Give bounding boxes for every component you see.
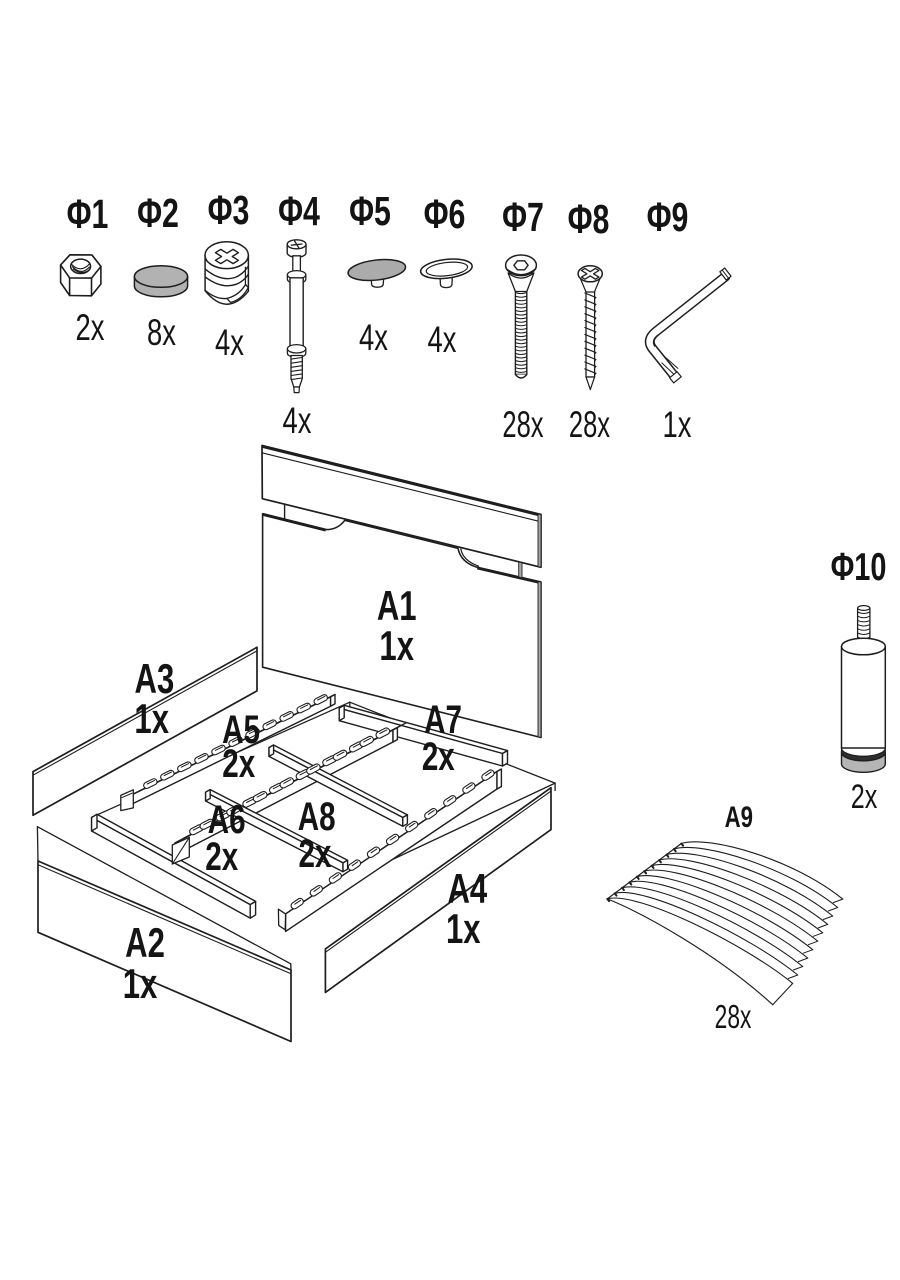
svg-text:2x: 2x — [299, 832, 332, 876]
svg-text:Φ3: Φ3 — [208, 186, 250, 233]
svg-text:1x: 1x — [379, 622, 414, 669]
svg-text:4x: 4x — [359, 317, 388, 358]
svg-text:2x: 2x — [851, 778, 878, 816]
svg-text:4x: 4x — [283, 400, 312, 441]
svg-text:A2: A2 — [125, 919, 165, 966]
svg-text:A4: A4 — [447, 865, 487, 912]
svg-text:28x: 28x — [569, 403, 610, 445]
svg-text:A1: A1 — [377, 582, 417, 629]
svg-text:Φ10: Φ10 — [831, 546, 887, 589]
svg-text:1x: 1x — [663, 404, 692, 445]
svg-text:2x: 2x — [422, 735, 455, 779]
svg-text:Φ7: Φ7 — [502, 193, 544, 240]
svg-text:8x: 8x — [147, 312, 176, 353]
svg-text:Φ9: Φ9 — [647, 193, 689, 240]
svg-text:1x: 1x — [446, 905, 481, 952]
svg-text:Φ2: Φ2 — [137, 189, 179, 236]
svg-text:1x: 1x — [134, 695, 169, 742]
svg-text:Φ6: Φ6 — [424, 190, 466, 237]
svg-text:A9: A9 — [725, 800, 753, 834]
svg-text:1x: 1x — [123, 960, 158, 1007]
svg-text:Φ5: Φ5 — [349, 187, 391, 234]
svg-text:4x: 4x — [428, 319, 457, 360]
svg-text:2x: 2x — [222, 742, 255, 786]
svg-text:A7: A7 — [424, 698, 462, 742]
svg-text:28x: 28x — [715, 999, 752, 1036]
svg-text:Φ1: Φ1 — [67, 190, 109, 237]
svg-text:2x: 2x — [205, 835, 238, 879]
svg-text:A8: A8 — [298, 795, 336, 839]
svg-text:A5: A5 — [222, 708, 260, 752]
svg-text:Φ8: Φ8 — [568, 195, 610, 242]
svg-text:A3: A3 — [135, 655, 175, 702]
svg-text:A6: A6 — [208, 798, 246, 842]
svg-text:2x: 2x — [76, 307, 105, 348]
svg-text:4x: 4x — [215, 322, 244, 363]
svg-text:Φ4: Φ4 — [278, 187, 320, 234]
svg-text:28x: 28x — [502, 403, 543, 445]
